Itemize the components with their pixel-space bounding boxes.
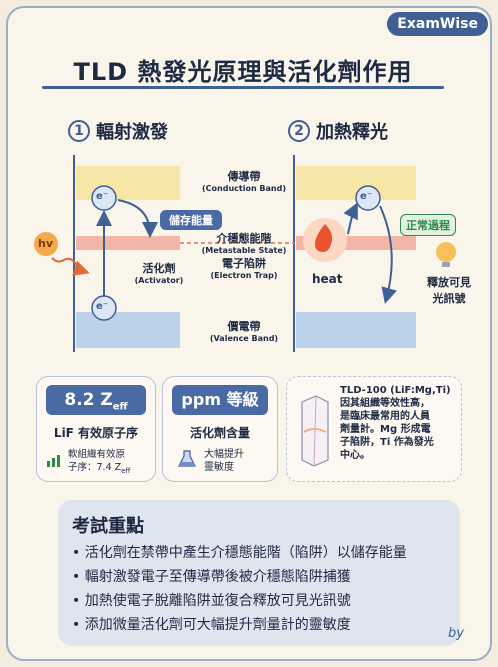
exam-title: 考試重點 — [72, 516, 144, 537]
photon-sun-icon — [34, 232, 58, 256]
trap-label: 介穩態能階 (Metastable State) 電子陷阱 (Electron … — [201, 232, 287, 280]
heat-label: heat — [312, 272, 343, 286]
electron-released — [355, 185, 381, 211]
step-1-label: 輻射激發 — [96, 122, 168, 143]
exam-item: • 活化劑在禁帶中產生介穩態能階（陷阱）以儲存能量 — [72, 545, 407, 561]
zeff-note: 軟組織有效原 子序：7.4 Zeff — [68, 449, 131, 475]
brand-badge: ExamWise — [387, 12, 488, 36]
bulb-icon — [436, 242, 456, 262]
electron-label-1: e⁻ — [96, 191, 109, 202]
tld-text: TLD-100 (LiF:Mg,Ti) 因其組織等效性高， 是臨床最常用的人員 … — [340, 385, 451, 461]
exam-item: • 加熱使電子脫離陷阱並復合釋放可見光訊號 — [72, 593, 351, 609]
page-title: TLD 熱發光原理與活化劑作用 — [73, 58, 413, 86]
exam-item: • 輻射激發電子至傳導帶後被介穩態陷阱捕獲 — [72, 569, 351, 585]
release-label: 釋放可見 光訊號 — [427, 276, 471, 305]
step-1-number: 1 — [68, 120, 90, 142]
release-arrow — [343, 202, 358, 235]
photon-wave-icon — [51, 257, 90, 276]
electron-label-3: e⁻ — [360, 191, 373, 202]
conduction-band-left — [76, 166, 180, 200]
step-1: 1 輻射激發 — [68, 118, 168, 144]
ppm-value: ppm 等級 — [172, 385, 268, 415]
byline: by — [448, 626, 464, 641]
trap-capture-arrow — [117, 199, 158, 238]
title-underline — [42, 86, 444, 89]
hv-label: hv — [38, 237, 54, 250]
ppm-note: 大幅提升 靈敏度 — [204, 449, 244, 473]
activator-label: 活化劑 (Activator) — [134, 262, 184, 285]
valence-band-left — [76, 312, 180, 348]
trap-level-left — [76, 236, 180, 250]
flame-icon — [315, 224, 333, 252]
recombine-arrow — [379, 205, 397, 304]
zeff-label: LiF 有效原子序 — [53, 426, 139, 440]
ppm-label: 活化劑含量 — [189, 426, 250, 440]
normal-process-tag: 正常過程 — [400, 214, 456, 236]
crystal-icon — [298, 392, 332, 468]
flask-icon — [178, 450, 196, 468]
chart-icon — [46, 452, 64, 468]
electron-label-2: e⁻ — [96, 301, 109, 312]
conduction-label: 傳導帶 (Conduction Band) — [202, 170, 286, 193]
store-energy-tag: 儲存能量 — [160, 210, 222, 230]
step-2-label: 加熱釋光 — [316, 122, 388, 143]
valence-band-right — [296, 312, 416, 348]
step-2: 2 加熱釋光 — [288, 118, 388, 144]
exam-item: • 添加微量活化劑可大幅提升劑量計的靈敏度 — [72, 617, 351, 633]
step-2-number: 2 — [288, 120, 310, 142]
zeff-value: 8.2 Zeff — [46, 385, 146, 415]
valence-label: 價電帶 (Valence Band) — [209, 320, 279, 343]
exam-panel — [58, 500, 460, 646]
